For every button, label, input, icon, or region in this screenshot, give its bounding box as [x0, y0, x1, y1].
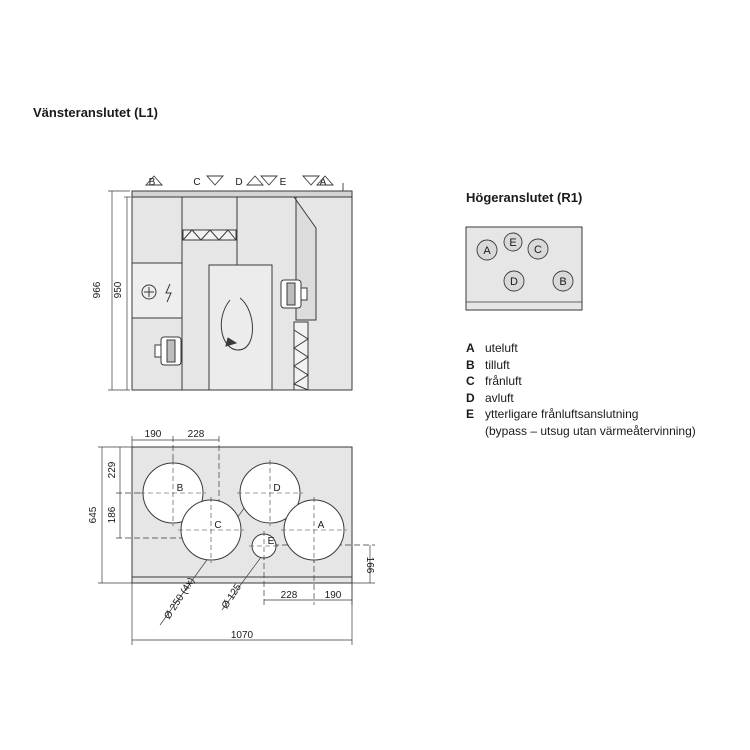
- dim-166: 166: [364, 557, 375, 574]
- filter-zigzag-right: [292, 329, 309, 391]
- rotor-arrow: [220, 297, 253, 351]
- top-view: [108, 190, 353, 391]
- marker-label-d: D: [235, 177, 242, 188]
- front-circles: B D C A E: [140, 460, 347, 563]
- fan-left: [154, 336, 182, 366]
- right-panel-body: [465, 226, 583, 311]
- arrow-up-icon: [144, 175, 164, 186]
- dim-228-bottom: 228: [281, 590, 298, 601]
- arrow-down-icon: [205, 175, 225, 186]
- dim-diam-125: Ø 125: [220, 582, 244, 611]
- r1-circle-d: [503, 270, 525, 292]
- circle-label-c: C: [214, 520, 221, 531]
- unit-top-rail: [131, 190, 353, 198]
- r1-circle-a: [476, 239, 498, 261]
- filter-zigzag: [182, 229, 237, 241]
- marker-label-e: E: [280, 177, 287, 188]
- arrow-up-icon: [315, 175, 335, 186]
- r1-circle-label-b: B: [559, 276, 566, 288]
- marker-label-c: C: [193, 177, 200, 188]
- left-title: Vänsteranslutet (L1): [33, 105, 158, 120]
- dim-229: 229: [107, 461, 118, 478]
- r1-circle-e: [503, 232, 523, 252]
- marker-label-a: A: [320, 177, 327, 188]
- legend-row: (bypass – utsug utan värmeåtervinning): [485, 423, 696, 438]
- dim-950: 950: [113, 281, 124, 298]
- dim-645: 645: [88, 506, 99, 523]
- rotor-arrowhead: [225, 337, 238, 347]
- electrical-box: [131, 262, 183, 319]
- r1-circle-label-e: E: [509, 237, 516, 249]
- r1-circle-c: [527, 238, 549, 260]
- marker-label-b: B: [149, 177, 156, 188]
- circle-label-d: D: [273, 483, 280, 494]
- heat-exchanger: [208, 264, 273, 391]
- fan-right: [280, 279, 308, 309]
- dim-966: 966: [92, 281, 103, 298]
- circle-label-b: B: [177, 483, 184, 494]
- arrow-down-icon: [259, 175, 279, 186]
- r1-circle-b: [552, 270, 574, 292]
- circle-label-a: A: [318, 520, 325, 531]
- dim-1070: 1070: [231, 630, 254, 641]
- right-panel-circles: A E C D B: [476, 232, 574, 292]
- circle-label-e: E: [268, 536, 275, 547]
- arrow-up-icon: [245, 175, 265, 186]
- electric-icon: [165, 283, 172, 303]
- dim-190-top: 190: [145, 429, 162, 440]
- dim-228-top: 228: [188, 429, 205, 440]
- r1-circle-label-a: A: [483, 245, 491, 257]
- right-title: Högeranslutet (R1): [466, 190, 583, 205]
- arrow-down-icon: [301, 175, 321, 186]
- dim-190-bottom: 190: [325, 590, 342, 601]
- fan-icon: [141, 284, 157, 300]
- dim-186: 186: [107, 506, 118, 523]
- r1-circle-label-d: D: [510, 276, 518, 288]
- r1-circle-label-c: C: [534, 244, 542, 256]
